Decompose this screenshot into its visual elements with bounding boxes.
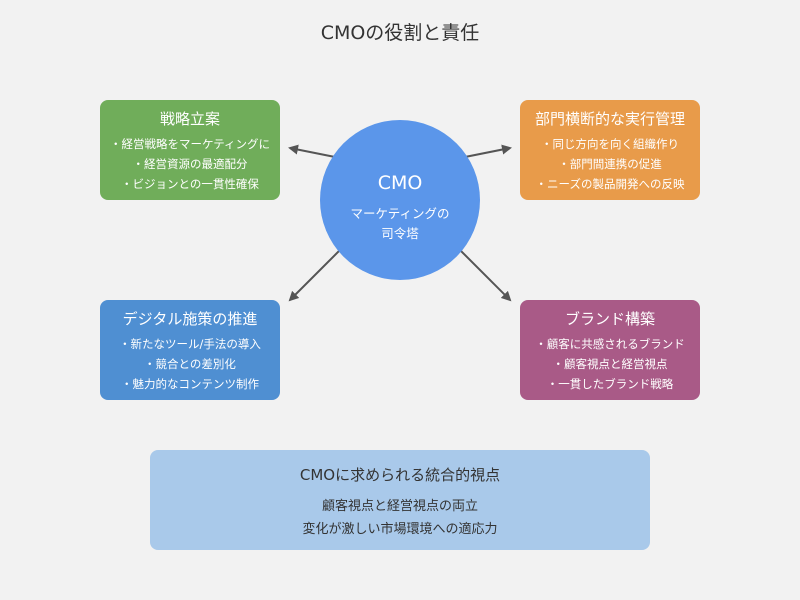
brand-item: ・顧客に共感されるブランド xyxy=(535,337,685,351)
brand-item: ・顧客視点と経営視点 xyxy=(552,357,668,371)
cross-department-item: ・同じ方向を向く組織作り xyxy=(541,137,679,151)
brand-box: ブランド構築 ・顧客に共感されるブランド ・顧客視点と経営視点 ・一貫したブラン… xyxy=(520,300,700,400)
strategy-item: ・経営資源の最適配分 xyxy=(132,157,248,171)
panel-lines: 顧客視点と経営視点の両立 変化が激しい市場環境への適応力 xyxy=(150,495,650,541)
cmo-center-circle: CMO マーケティングの 司令塔 xyxy=(320,120,480,280)
cmo-subtitle: マーケティングの 司令塔 xyxy=(320,204,480,244)
strategy-box: 戦略立案 ・経営戦略をマーケティングに ・経営資源の最適配分 ・ビジョンとの一貫… xyxy=(100,100,280,200)
brand-heading: ブランド構築 xyxy=(564,310,655,328)
cmo-label: CMO xyxy=(377,172,423,194)
panel-heading: CMOに求められる統合的視点 xyxy=(299,466,501,484)
strategy-item: ・ビジョンとの一貫性確保 xyxy=(121,177,259,191)
digital-heading: デジタル施策の推進 xyxy=(122,310,258,328)
strategy-item: ・経営戦略をマーケティングに xyxy=(109,137,271,151)
panel-line: 変化が激しい市場環境への適応力 xyxy=(302,522,498,537)
integrated-perspective-panel: CMOに求められる統合的視点 顧客視点と経営視点の両立 変化が激しい市場環境への… xyxy=(150,450,650,550)
cross-department-heading: 部門横断的な実行管理 xyxy=(534,110,685,128)
cross-department-item: ・部門間連携の促進 xyxy=(558,157,662,171)
panel-line: 顧客視点と経営視点の両立 xyxy=(321,499,478,514)
digital-box: デジタル施策の推進 ・新たなツール/手法の導入 ・競合との差別化 ・魅力的なコン… xyxy=(100,300,280,400)
brand-item: ・一貫したブランド戦略 xyxy=(546,377,674,391)
digital-item: ・競合との差別化 xyxy=(144,357,236,371)
cross-department-item: ・ニーズの製品開発への反映 xyxy=(535,177,685,191)
cmo-subtitle-line: マーケティングの xyxy=(350,206,450,221)
digital-item: ・魅力的なコンテンツ制作 xyxy=(121,377,259,391)
digital-item: ・新たなツール/手法の導入 xyxy=(119,337,261,351)
cmo-subtitle-line: 司令塔 xyxy=(381,226,419,241)
diagram-title: CMOの役割と責任 xyxy=(320,22,480,44)
strategy-heading: 戦略立案 xyxy=(159,110,220,128)
cross-department-box: 部門横断的な実行管理 ・同じ方向を向く組織作り ・部門間連携の促進 ・ニーズの製… xyxy=(520,100,700,200)
